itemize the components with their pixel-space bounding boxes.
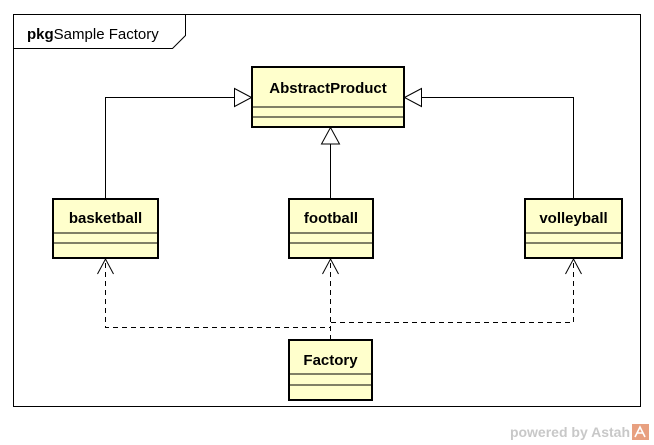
class-name-basketball: basketball bbox=[69, 210, 142, 227]
dependency-arrowheads bbox=[97, 257, 582, 275]
package-keyword: pkg bbox=[27, 26, 54, 43]
edge-basketball-to-abstractproduct bbox=[105, 97, 234, 199]
class-volleyball[interactable]: volleyball bbox=[524, 198, 623, 259]
class-football[interactable]: football bbox=[288, 198, 374, 259]
class-name-volleyball: volleyball bbox=[539, 210, 607, 227]
edge-volleyball-to-abstractproduct bbox=[422, 97, 574, 199]
class-name-football: football bbox=[304, 210, 358, 227]
astah-logo-icon bbox=[632, 424, 649, 440]
dependency-edges bbox=[105, 262, 574, 340]
dep-factory-to-basketball bbox=[105, 262, 331, 340]
generalization-arrowheads bbox=[234, 87, 422, 145]
package-frame bbox=[13, 14, 641, 407]
watermark-text: powered by Astah bbox=[510, 424, 630, 440]
class-basketball[interactable]: basketball bbox=[52, 198, 159, 259]
class-name-factory: Factory bbox=[303, 352, 358, 369]
class-factory[interactable]: Factory bbox=[288, 339, 373, 401]
class-name-abstractproduct: AbstractProduct bbox=[269, 80, 387, 97]
package-label: pkgSample Factory bbox=[27, 26, 159, 43]
triangle-arrowhead-right bbox=[403, 87, 422, 108]
generalization-edges bbox=[105, 97, 574, 199]
triangle-arrowhead-bottom bbox=[320, 126, 341, 145]
class-abstractproduct[interactable]: AbstractProduct bbox=[251, 66, 405, 128]
package-tab bbox=[13, 14, 186, 49]
triangle-arrowhead-left bbox=[234, 87, 253, 108]
package-name: Sample Factory bbox=[54, 26, 160, 43]
dep-factory-to-volleyball bbox=[330, 262, 574, 340]
